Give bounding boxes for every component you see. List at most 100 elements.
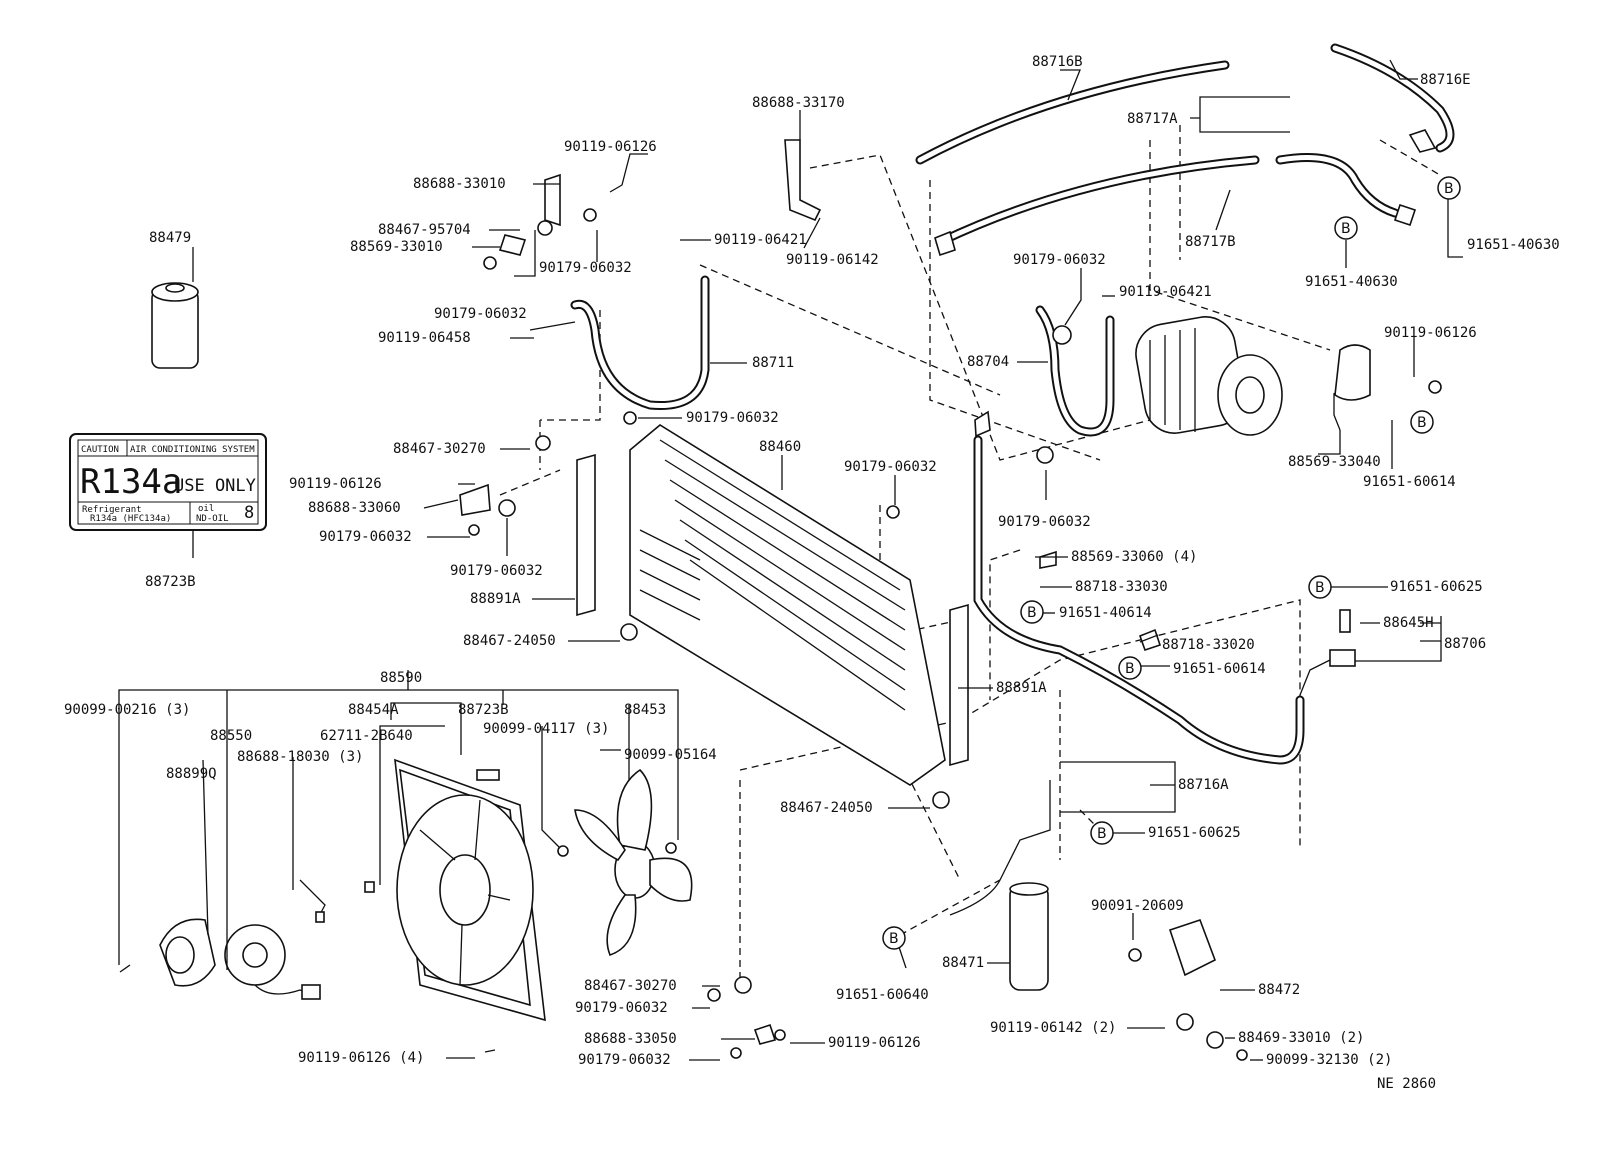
svg-text:B: B [889,931,899,947]
label-88891A-b: 88891A [996,680,1047,696]
label-88716A: 88716A [1178,777,1229,793]
small-parts [119,129,1442,1061]
label-62711-2B640: 62711-2B640 [320,728,413,744]
condenser [629,424,946,786]
svg-text:B: B [1341,221,1351,237]
label-88569-33010: 88569-33010 [350,239,443,255]
b-marker: B [1020,600,1044,624]
label-90179-06032-h: 90179-06032 [450,563,543,579]
b-marker: B [882,926,906,950]
label-88467-95704: 88467-95704 [378,222,471,238]
use-only-text: USE ONLY [174,476,256,496]
label-88569-33060: 88569-33060 (4) [1071,549,1197,565]
label-90119-06142-2: 90119-06142 (2) [990,1020,1116,1036]
label-88718-33030: 88718-33030 [1075,579,1168,595]
receiver-dryer [1009,882,1049,991]
b-marker: B [1334,216,1358,240]
label-88469-33010: 88469-33010 (2) [1238,1030,1364,1046]
b-marker: B [1308,575,1332,599]
b-marker: B [1118,656,1142,680]
label-91651-60625-b: 91651-60625 [1148,825,1241,841]
label-88706: 88706 [1444,636,1486,652]
label-90179-06032-a: 90179-06032 [539,260,632,276]
fan-assembly [159,758,693,1022]
label-88891A-a: 88891A [470,591,521,607]
svg-text:B: B [1097,826,1107,842]
part-labels: 88716B 88716E 88688-33170 88717A 90119-0… [64,54,1560,1092]
label-88467-30270-a: 88467-30270 [393,441,486,457]
label-88688-33050: 88688-33050 [584,1031,677,1047]
label-88471: 88471 [942,955,984,971]
label-88716E: 88716E [1420,72,1471,88]
label-90179-06032-i: 90179-06032 [575,1000,668,1016]
label-90091-20609: 90091-20609 [1091,898,1184,914]
svg-text:B: B [1315,580,1325,596]
refrigerant-can [151,282,199,369]
label-88723B-b: 88723B [458,702,509,718]
label-90099-32130: 90099-32130 (2) [1266,1052,1392,1068]
label-90119-06126-e: 90119-06126 (4) [298,1050,424,1066]
label-90119-06126-d: 90119-06126 [828,1035,921,1051]
label-88716B: 88716B [1032,54,1083,70]
oil-text: oil [198,504,214,514]
label-91651-40614: 91651-40614 [1059,605,1152,621]
svg-text:B: B [1027,605,1037,621]
label-90179-06032-j: 90179-06032 [578,1052,671,1068]
label-91651-60640: 91651-60640 [836,987,929,1003]
label-88718-33020: 88718-33020 [1162,637,1255,653]
refrigerant-text: Refrigerant [82,505,142,515]
label-90179-06032-d: 90179-06032 [686,410,779,426]
label-90099-00216: 90099-00216 (3) [64,702,190,718]
label-90179-06032-e: 90179-06032 [844,459,937,475]
label-88569-33040: 88569-33040 [1288,454,1381,470]
label-88688-18030: 88688-18030 (3) [237,749,363,765]
svg-text:B: B [1417,415,1427,431]
label-88453: 88453 [624,702,666,718]
leader-lines [118,59,1463,1061]
label-90179-06032-g: 90179-06032 [319,529,412,545]
refrigerant-value: R134a (HFC134a) [90,514,171,524]
label-88550: 88550 [210,728,252,744]
label-88711: 88711 [752,355,794,371]
label-88467-24050-b: 88467-24050 [780,800,873,816]
oil-number: 8 [244,503,254,523]
label-90119-06142: 90119-06142 [786,252,879,268]
label-91651-40630-b: 91651-40630 [1305,274,1398,290]
label-88723B-a: 88723B [145,574,196,590]
b-marker: B [1437,176,1461,200]
label-91651-60614-b: 91651-60614 [1173,661,1266,677]
caution-text: CAUTION [81,445,119,455]
label-91651-60625-a: 91651-60625 [1390,579,1483,595]
label-88899Q: 88899Q [166,766,217,782]
label-90119-06126-c: 90119-06126 [289,476,382,492]
compressor [1135,316,1283,436]
svg-text:B: B [1444,181,1454,197]
label-88688-33010: 88688-33010 [413,176,506,192]
label-88460: 88460 [759,439,801,455]
label-90119-06421-a: 90119-06421 [714,232,807,248]
label-90179-06032-f: 90179-06032 [998,514,1091,530]
b-marker: B [1090,821,1114,845]
label-90179-06032-c: 90179-06032 [434,306,527,322]
system-text: AIR CONDITIONING SYSTEM [130,445,255,455]
reference-number: NE 2860 [1377,1076,1436,1092]
r134a-text: R134a [80,462,182,502]
label-88688-33170: 88688-33170 [752,95,845,111]
b-markers: B B B B B B B B [882,176,1461,950]
label-88467-30270-b: 88467-30270 [584,978,677,994]
label-88479: 88479 [149,230,191,246]
side-brackets [576,453,969,767]
label-90099-04117: 90099-04117 (3) [483,721,609,737]
label-88717A: 88717A [1127,111,1178,127]
oil-value: ND-OIL [196,514,229,524]
label-90119-06458: 90119-06458 [378,330,471,346]
label-88717B: 88717B [1185,234,1236,250]
label-88688-33060: 88688-33060 [308,500,401,516]
label-88704: 88704 [967,354,1009,370]
label-88645H: 88645H [1383,615,1434,631]
fan-blades [574,768,693,956]
label-90179-06032-b: 90179-06032 [1013,252,1106,268]
label-91651-60614-a: 91651-60614 [1363,474,1456,490]
hoses [570,43,1455,916]
